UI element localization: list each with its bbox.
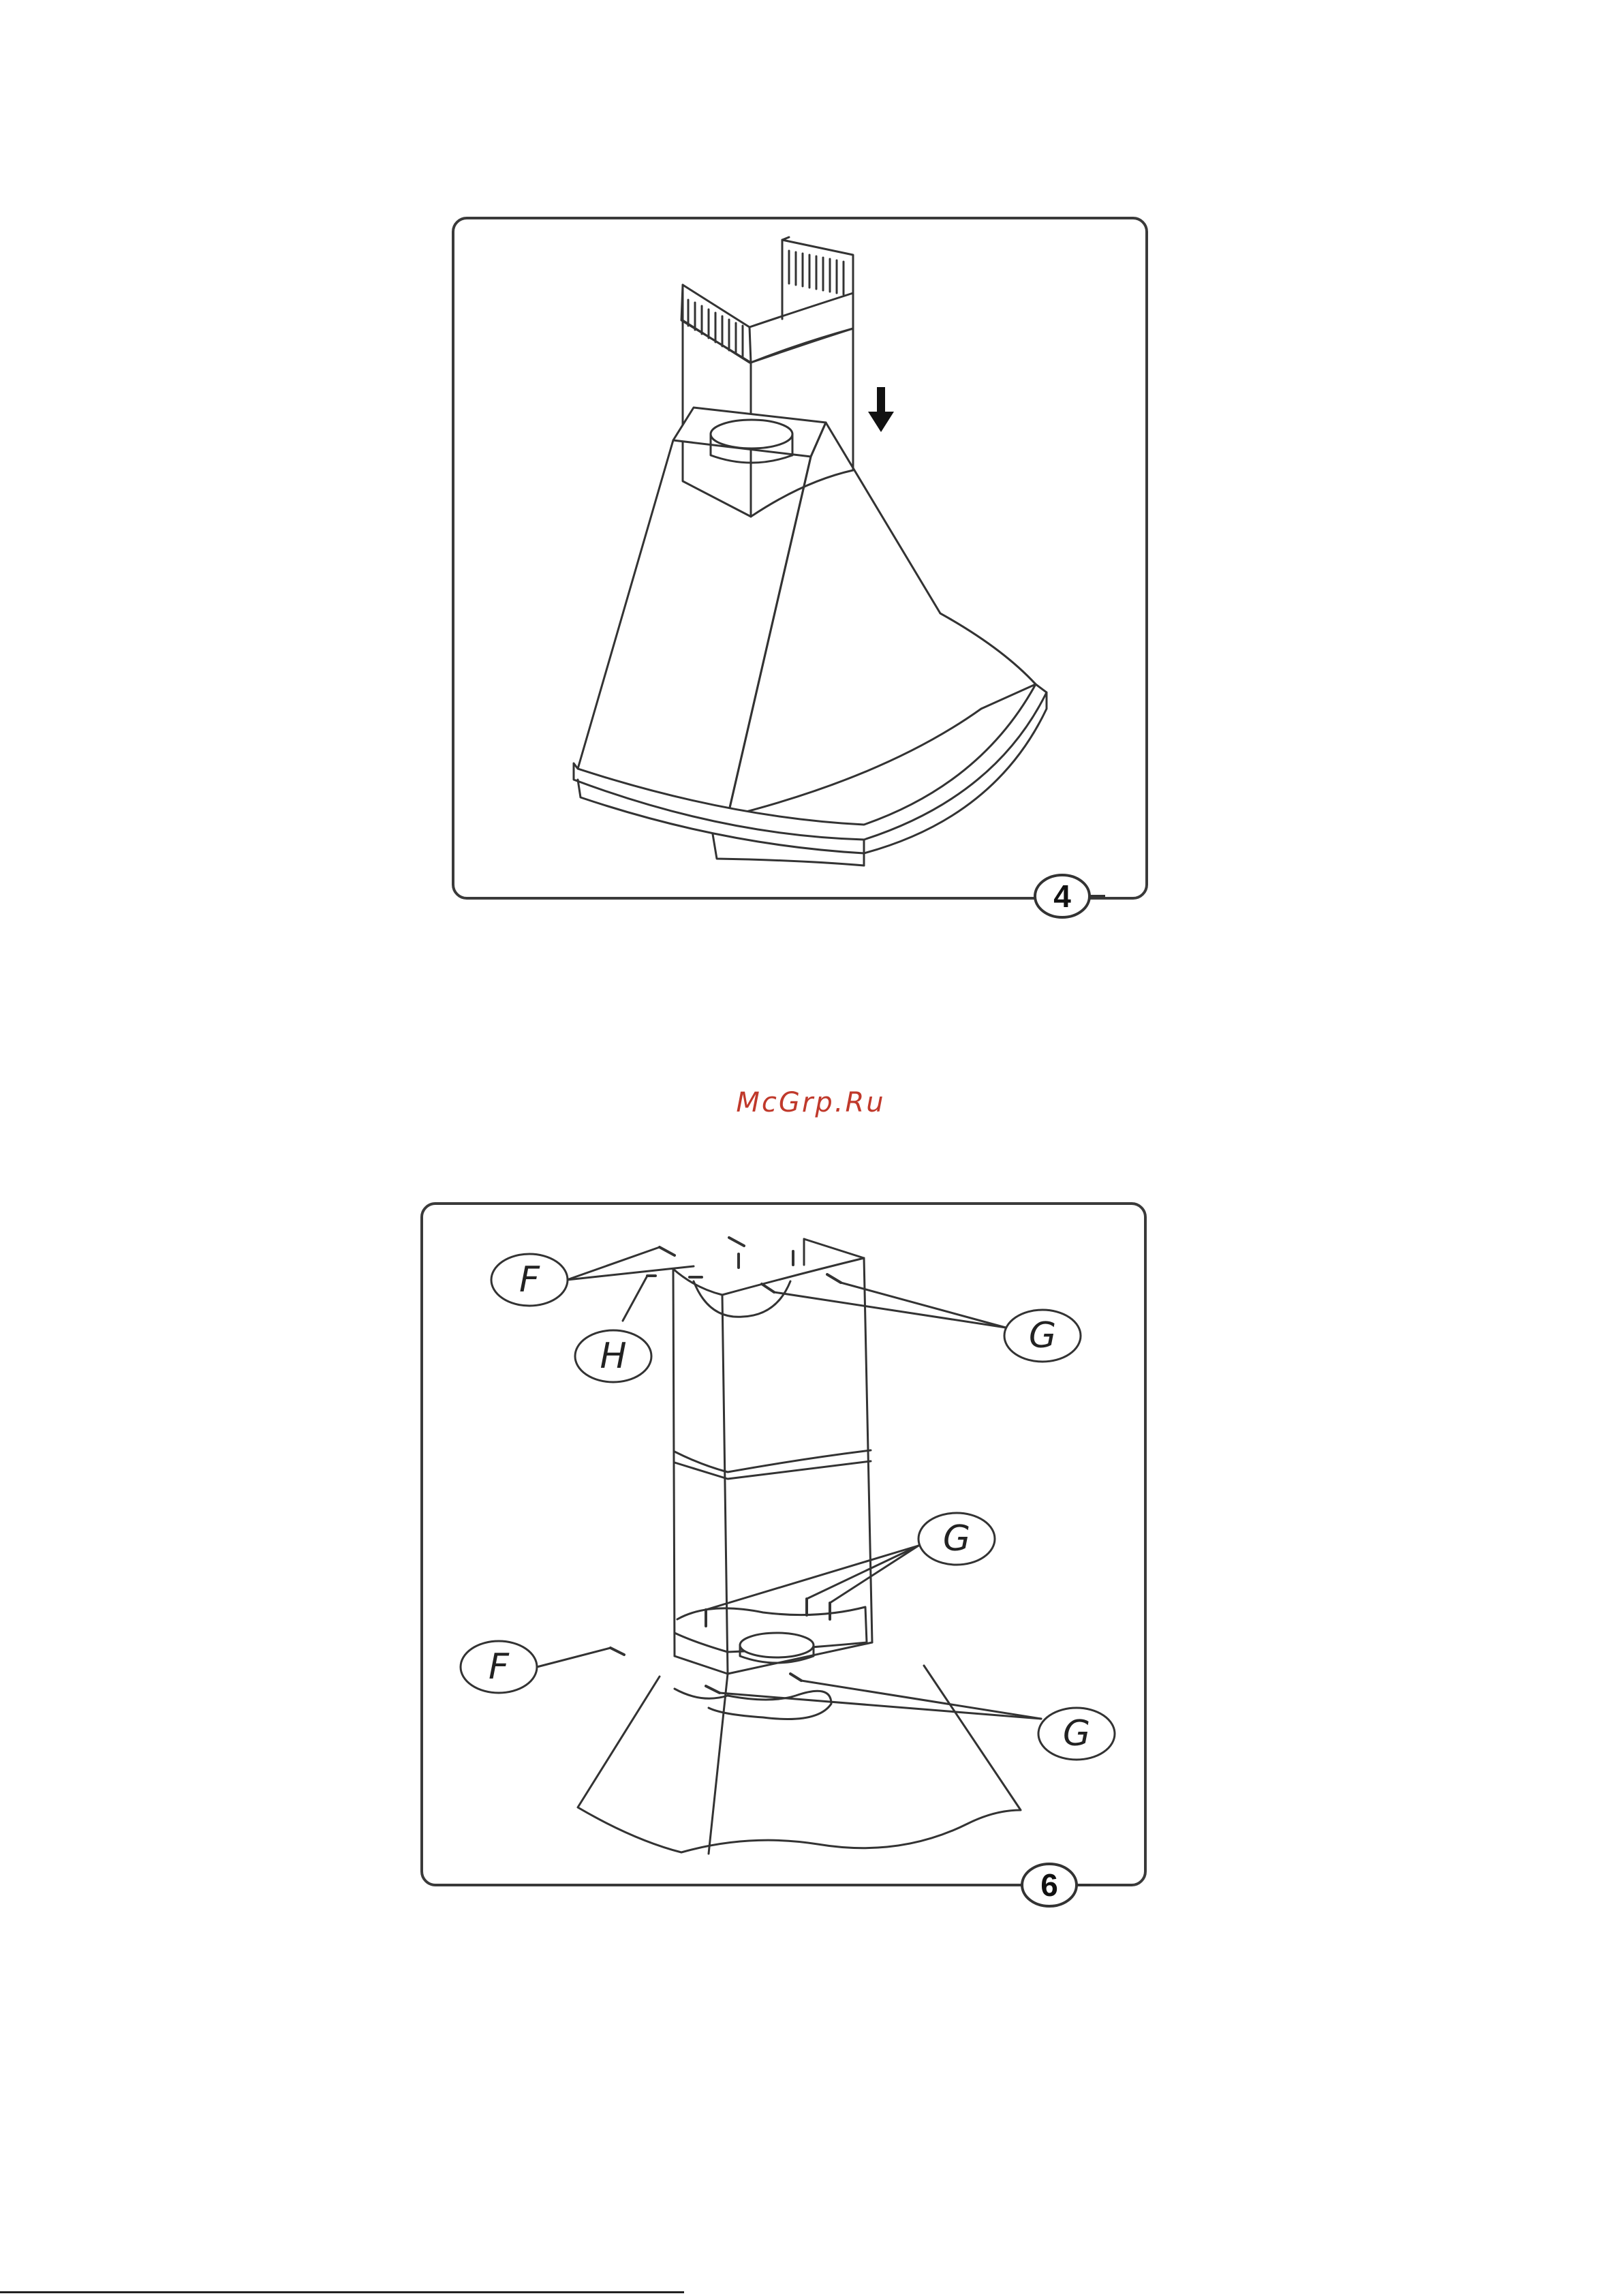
footer-rule	[0, 2291, 684, 2293]
callout-f-top: F	[492, 1253, 567, 1307]
hood-illustration	[578, 1633, 1021, 1854]
callout-g-middle: G	[919, 1512, 994, 1566]
callout-g-bottom: G	[1039, 1706, 1114, 1761]
chimney-illustration	[673, 1239, 872, 1674]
callout-g-top: G	[1005, 1308, 1080, 1363]
callout-f-bottom: F	[461, 1640, 536, 1694]
callout-h: H	[576, 1329, 651, 1383]
figure-6-number: 6	[1019, 1862, 1080, 1908]
